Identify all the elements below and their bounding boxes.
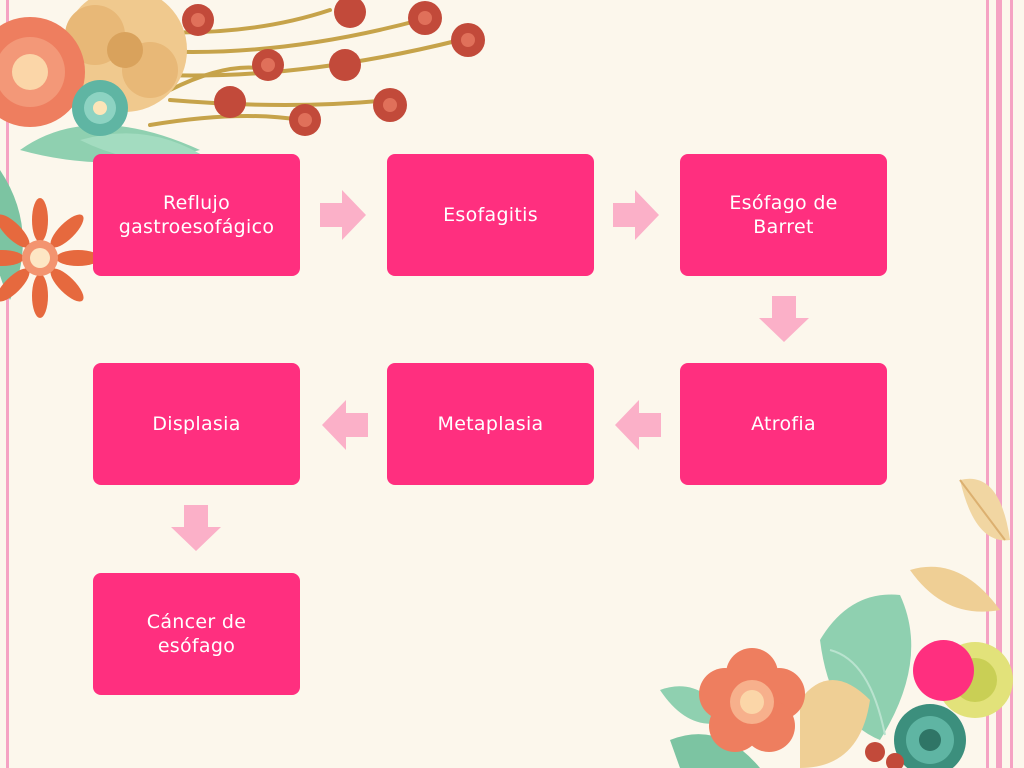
border-line-right-3 [1010,0,1013,768]
node-esofagitis: Esofagitis [387,154,594,276]
arrow-right-esofagitis-barret [613,190,659,240]
node-label: Atrofia [751,413,816,435]
arrow-right-reflujo-esofagitis [320,190,366,240]
node-atrofia: Atrofia [680,363,887,485]
node-label: Esofagitis [443,204,538,226]
pink-circle [913,640,974,701]
node-label: Metaplasia [437,413,544,435]
border-line-right-1 [986,0,989,768]
node-label: Displasia [152,413,241,435]
arrow-down-displasia-cancer [171,505,221,551]
node-reflujo-gastroesofagico: Reflujo gastroesofágico [93,154,300,276]
border-line-left [6,0,9,768]
node-cancer-de-esofago: Cáncer de esófago [93,573,300,695]
node-displasia: Displasia [93,363,300,485]
node-label: Reflujo gastroesofágico [118,192,275,238]
node-label: Esófago de Barret [729,192,838,238]
arrow-left-metaplasia-displasia [322,400,368,450]
node-esofago-de-barret: Esófago de Barret [680,154,887,276]
node-metaplasia: Metaplasia [387,363,594,485]
arrow-down-barret-atrofia [759,296,809,342]
flower-cluster-top-left [0,0,485,318]
node-label: Cáncer de esófago [146,611,247,657]
arrow-left-atrofia-metaplasia [615,400,661,450]
border-line-right-2 [996,0,1002,768]
